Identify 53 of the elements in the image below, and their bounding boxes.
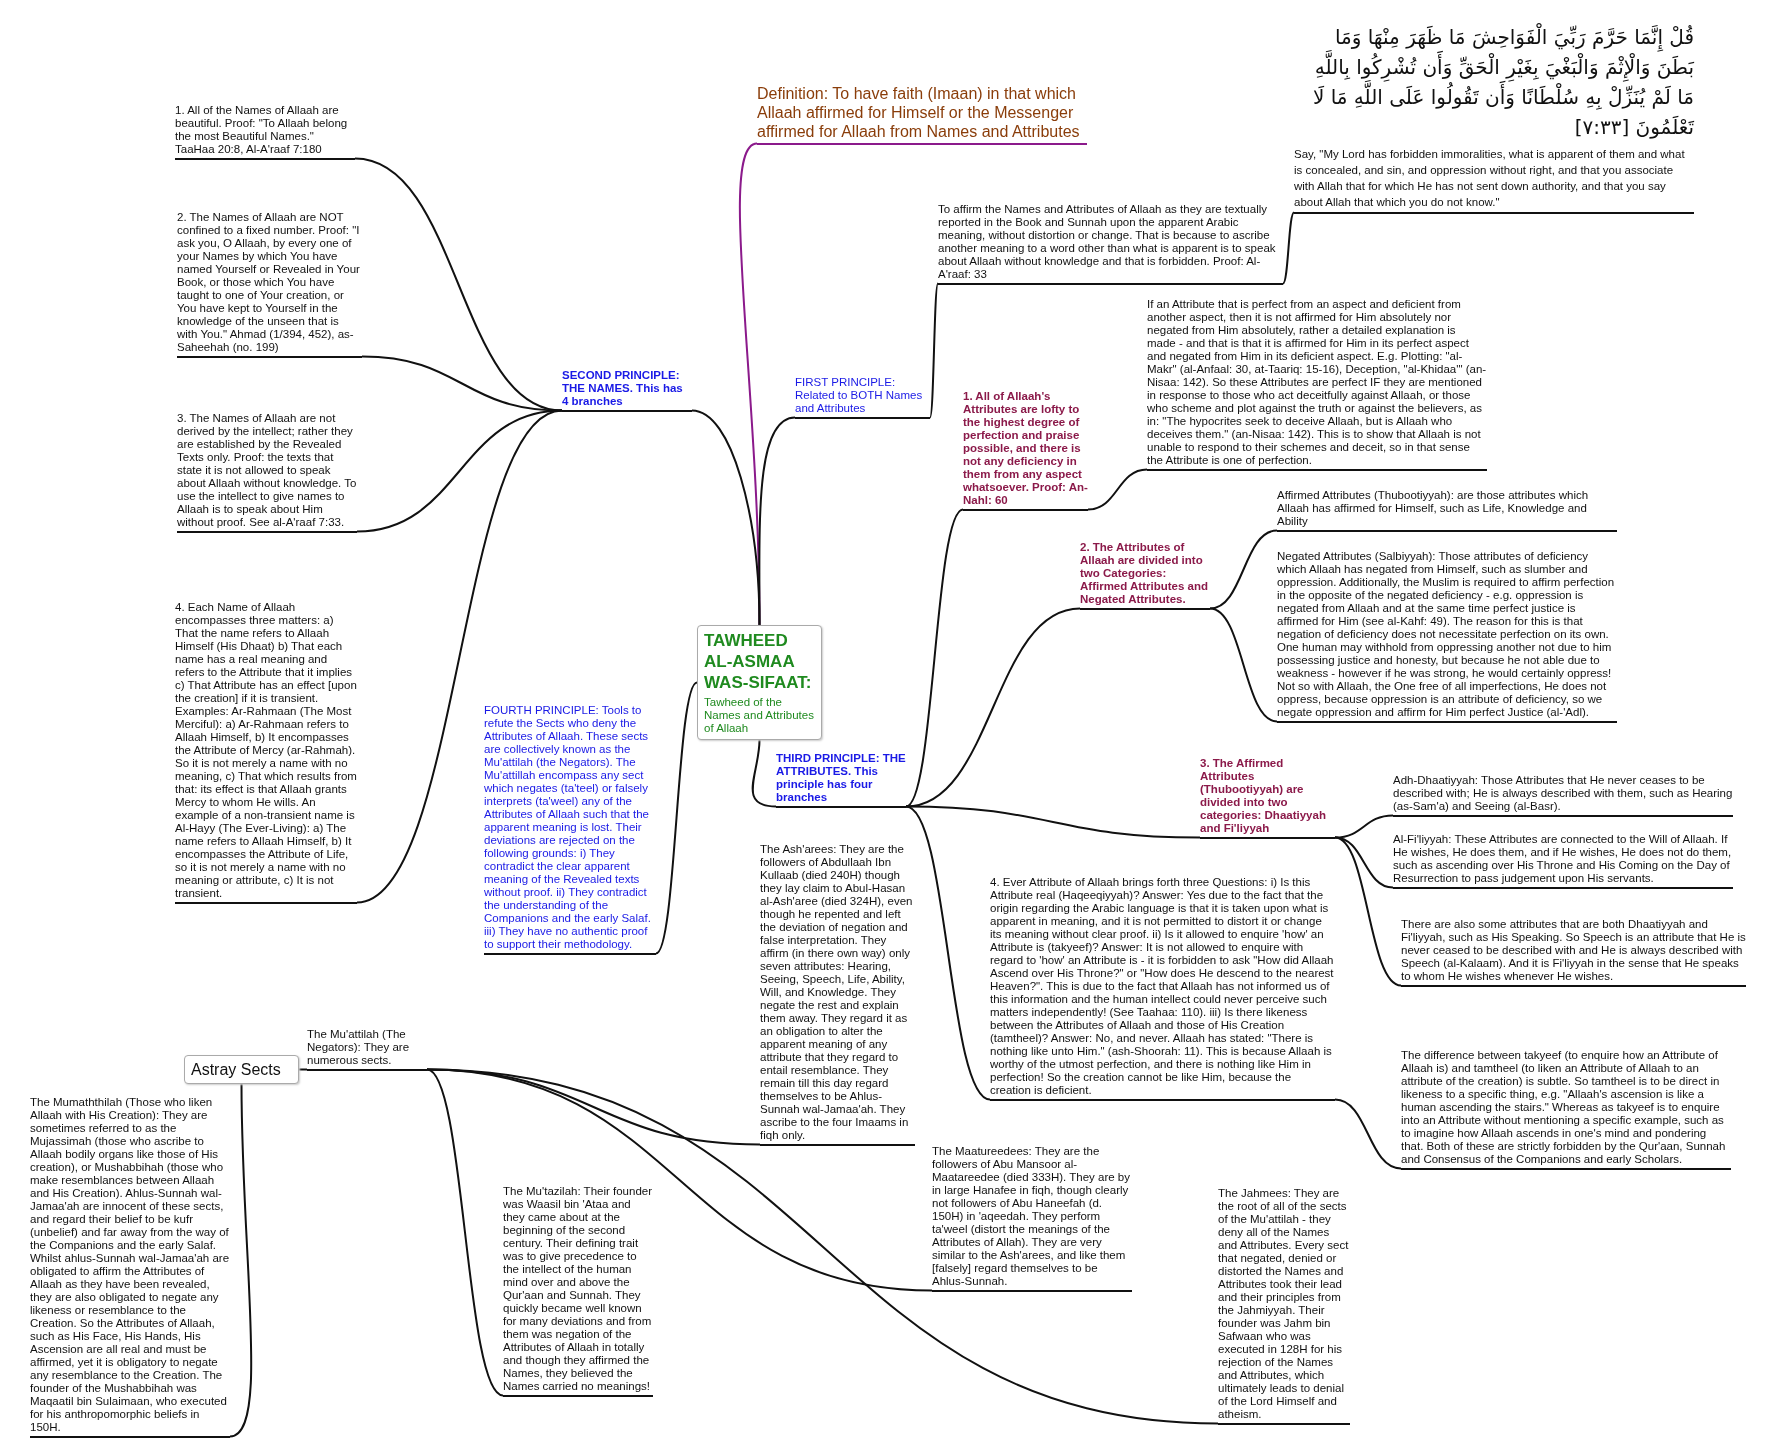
branch-text: 3. The Names of Allaah are not derived by the intellect; rather they are established by the Revealed Texts only. Proof: the texts that state it is not allowed to speak about Allaah without knowledge. To use the intellect to give names to Allaah is to speak about Him without proof. See al-A'raaf 7:33. <box>177 412 357 533</box>
branch-text: To affirm the Names and Attributes of Allaah as they are textually reported in the Book and Sunnah upon the apparent Arabic meaning, without distortion or change. That is because to ascribe another meaning to a word other than what is apparent is to speak about Allaah without knowledge and that is forbidden. Proof: Al-A'raaf: 33 <box>938 203 1283 285</box>
branch-line <box>905 607 1081 808</box>
branch-text: The Maatureedees: They are the followers of Abu Mansoor al-Maatareedee (died 333H). They are by in large Hanafee in fiqh, though clearly not followers of Abu Haneefah (d. 150H) in 'aqeedah. They perform ta'weel (distort the meanings of the Attributes of Allah). They are very similar to the Ash'arees, and like them [falsely] regard themselves to be Ahlus-Sunnah. <box>932 1145 1132 1292</box>
branch-text: FIRST PRINCIPLE: Related to BOTH Names and Attributes <box>795 376 930 419</box>
branch-text: 3. The Affirmed Attributes (Thubootiyyah) are divided into two categories: Dhaatiyyah and Fi'liyyah <box>1200 757 1335 839</box>
subtitle-text: Tawheed of the Names and Attributes of Allaah <box>704 696 815 735</box>
branch-line <box>1334 836 1402 987</box>
branch-line <box>751 739 777 808</box>
branch-text: The Ash'arees: They are the followers of Abdullaah Ibn Kullaab (died 240H) though they lay claim to Abul-Hasan al-Ash'aree (died 324H), even though he repented and left the deviation of negation and false interpretation. They affirm (in there own way) only seven attributes: Hearing, Seeing, Speech, Life, Ability, Will, and Knowledge. They negate the rest and explain them away. They regard it as an obligation to alter the apparent meaning of any attribute that they regard to entail resemblance. They remain till this day regard themselves to be Ahlus-Sunnah wal-Jamaa'ah. They ascribe to the four Imaams in fiqh only. <box>760 843 915 1146</box>
branch-line <box>1282 211 1295 285</box>
topic-box: Astray Sects <box>184 1055 299 1084</box>
branch-text: 2. The Attributes of Allaah are divided into two Categories: Affirmed Attributes and Negated Attributes. <box>1080 541 1210 610</box>
branch-text: 2. The Names of Allaah are NOT confined to a fixed number. Proof: "I ask you, O Allaah, by every one of your Names by which You have named Yourself or Revealed in Your Book, or those which You have taught to one of Your creation, or You have kept to Yourself in the knowledge of the unseen that is with You." Ahmad (1/394, 452), as-Saheehah (no. 199) <box>177 211 362 358</box>
branch-line <box>1087 468 1148 511</box>
branch-line <box>905 508 964 808</box>
branch-line <box>1334 814 1394 839</box>
branch-line <box>691 409 761 626</box>
branch-text: The Mu'tazilah: Their founder was Waasil bin 'Ataa and they came about at the beginning of the second century. Their defining trait was to give precedence to the intellect of the human mind over and above the Qur'aan and Sunnah. They quickly became well known for many deviations and from them was negation of the Attributes of Allaah in totally and though they affirmed the Names, they believed the Names carried no meanings! <box>503 1185 653 1397</box>
branch-text: Al-Fi'liyyah: These Attributes are connected to the Will of Allaah. If He wishes, He does them, and if He wishes, He does not do them, such as ascending over His Throne and His Coming on the Day of Resurrection to pass judgement upon His servants. <box>1393 833 1733 889</box>
branch-text: THIRD PRINCIPLE: THE ATTRIBUTES. This principle has four branches <box>776 752 906 808</box>
branch-text: The Jahmees: They are the root of all of the sects of the Mu'attilah - they deny all of the Names and Attributes. Every sect that negated, denied or distorted the Names and Attributes took their lead and their principles from the Jahmiyyah. Their founder was Jahm bin Safwaan who was executed in 128H for his rejection of the Names and Attributes, which ultimately leads to denial of the Lord Himself and atheism. <box>1218 1187 1350 1425</box>
translation-text: Say, "My Lord has forbidden immoralities, what is apparent of them and what is concealed, and sin, and oppression without right, and that you associate with Allah that for which He has not sent down authority, and that you say about Allah that which you do not know." <box>1294 147 1686 210</box>
branch-line <box>426 1068 1219 1425</box>
branch-underline <box>1294 22 1694 214</box>
branch-text: If an Attribute that is perfect from an aspect and deficient from another aspect, then it is not affirmed for Him absolutely nor negated from Him absolutely, rather a detailed explanation is made - and that is that it is affirmed for Him in its perfect aspect and negated from Him in its deficient aspect. E.g. Plotting: "al-Makr" (al-Anfaal: 30, at-Taariq: 15-16), Deception, "al-Khidaa'" (an-Nisaa: 142). So these Attributes are perfect IF they are mentioned in response to those who act deceitfully against Allaah, or those who scheme and plot against the truth or against the believers, as in: "The hypocrites seek to deceive Allaah, but is Allaah who deceives them." (an-Nisaa: 142). This is to show that Allaah is not unable to respond to their schemes and deceit, so in that sense the Attribute is one of perfection. <box>1147 298 1487 471</box>
branch-text: Adh-Dhaatiyyah: Those Attributes that He never ceases to be described with; He is always described with them, such as Hearing (as-Sam'a) and Seeing (al-Basr). <box>1393 774 1733 817</box>
branch-line <box>929 282 939 419</box>
branch-text: FOURTH PRINCIPLE: Tools to refute the Sects who deny the Attributes of Allaah. These sects are collectively known as the Mu'attilah (the Negators). The Mu'attillah encompass any sect which negates (ta'teel) or falsely interprets (ta'weel) any of the Attributes of Allaah such that the apparent meaning is lost. Their deviations are rejected on the following grounds: i) They contradict the clear apparent meaning of the Revealed texts without proof. ii) They contradict the understanding of the Companions and the early Salaf. iii) They have no authentic proof to support their methodology. <box>484 704 656 955</box>
branch-text: 4. Each Name of Allaah encompasses three matters: a) That the name refers to Allaah Himself (His Dhaat) b) That each name has a real meaning and refers to the Attribute that it implies c) That Attribute has an effect [upon the creation] if it is transient. Examples: Ar-Rahmaan (The Most Merciful): a) Ar-Rahmaan refers to Allaah Himself, b) It encompasses the Attribute of Mercy (ar-Rahmah). So it is not merely a name with no meaning, c) That which results from that: its effect is that Allaah grants Mercy to whom He wills. An example of a non-transient name is Al-Hayy (The Ever-Living): a) The name refers to Allaah Himself, b) It encompasses the Attribute of Life, so it is not merely a name with no meaning or attribute, c) It is not transient. <box>175 601 357 904</box>
branch-text: There are also some attributes that are both Dhaatiyyah and Fi'liyyah, such as His Speaking. So Speech is an attribute that He is never ceased to be described with and He is always described with Speech (al-Kalaam). And it is Fi'liyyah in the sense that He speaks to whom He wishes whenever He wishes. <box>1401 918 1746 987</box>
branch-line <box>1209 607 1278 723</box>
branch-line <box>356 409 563 904</box>
branch-text: SECOND PRINCIPLE: THE NAMES. This has 4 branches <box>562 369 692 412</box>
branch-text: 4. Ever Attribute of Allaah brings forth three Questions: i) Is this Attribute real (Haqeeqiyyah)? Answer: Yes due to the fact that the origin regarding the Arabic language is that it is taken upon what is apparent in meaning, and it is not permitted to distort it or change its meaning without clear proof. ii) Is it allowed to enquire 'how' an Attribute is (takyeef)? Answer: It is not allowed to enquire with regard to 'how' an Attribute is - it is forbidden to ask "How did Allaah Ascend over His Throne?" or "How does He descend to the nearest Heaven?". This is due to the fact that Allaah has not informed us of this information and the human intellect could never perceive such matters independently! (See Taahaa: 110). iii) Is there likeness between the Attributes of Allaah and those of His Creation (tamtheel)? Answer: No, and never. Allaah has stated: "There is nothing like unto Him." (ash-Shoorah: 11). This is because Allaah is worthy of the utmost perfection, and there is nothing like Him in perfection! So the creation cannot be like Him, because the creation is deficient. <box>990 876 1335 1101</box>
branch-line <box>655 681 698 955</box>
branch-text: The Mumaththilah (Those who liken Allaah with His Creation): They are sometimes referred to as the Mujassimah (those who ascribe to Allaah bodily organs like those of His creation), or Mushabbihah (those who make resemblances between Allaah and His Creation). Ahlus-Sunnah wal-Jamaa'ah are innocent of these sects, and regard their belief to be kufr (unbelief) and far away from the way of the Companions and the early Salaf. Whilst ahlus-Sunnah wal-Jamaa'ah are obligated to affirm the Attributes of Allaah as they have been revealed, they are also obligated to negate any likeness or resemblance to the Creation. So the Attributes of Allaah, such as His Face, His Hands, His Ascension are all real and must be affirmed, yet it is obligatory to negate any resemblance to the Creation. The founder of the Mushabbihah was Maqaatil bin Sulaimaan, who executed for his anthropomorphic beliefs in 150H. <box>30 1096 230 1438</box>
branch-line <box>229 1083 253 1438</box>
topic-box <box>697 625 822 740</box>
branch-text: Definition: To have faith (Imaan) in that which Allaah affirmed for Himself or the Messenger affirmed for Allaah from Names and Attributes <box>757 84 1087 145</box>
branch-text: Negated Attributes (Salbiyyah): Those attributes of deficiency which Allaah has negated from Himself, such as slumber and oppression. Additionally, the Muslim is required to affirm perfection in the opposite of the negated deficiency - e.g. oppression is negated from Allaah and at the same time perfect justice is affirmed for Him (see al-Kahf: 49). The reason for this is that negation of deficiency does not necessitate perfection on its own. One human may withhold from oppressing another not due to him possessing justice and honesty, but because he not able due to weakness - however if he was strong, he would certainly oppress! Not so with Allaah, the One free of all imperfections, He does not oppress, because oppression is an attribute of deficiency, so we negate oppression and affirm for Him perfect Justice (al-'Adl). <box>1277 550 1617 723</box>
branch-line <box>1334 1098 1402 1170</box>
branch-text: The Mu'attilah (The Negators): They are numerous sects. <box>307 1028 427 1071</box>
branch-text: 1. All of the Names of Allaah are beautiful. Proof: "To Allaah belong the most Beautiful Names." TaaHaa 20:8, Al-A'raaf 7:180 <box>175 104 355 160</box>
branch-line <box>1209 529 1278 610</box>
branch-text: Affirmed Attributes (Thubootiyyah): are those attributes which Allaah has affirmed for Himself, such as Life, Knowledge and Ability <box>1277 489 1617 532</box>
title-text: TAWHEED AL-ASMAA WAS-SIFAAT: <box>704 630 813 693</box>
branch-text: The difference between takyeef (to enquire how an Attribute of Allaah is) and tamtheel (to liken an Attribute of Allaah to an attribute of the creation) is subtle. So tamtheel is to be direct in likeness to a specific thing, e.g. "Allaah's ascension is like a human ascending the stairs." Whereas as takyeef is to enquire into an Attribute without mentioning a specific example, such as to imagine how Allaah ascends in one's mind and pondering that. Both of these are strictly forbidden by the Qur'aan, Sunnah and Consensus of the Companions and early Scholars. <box>1401 1049 1731 1170</box>
branch-line <box>905 805 991 1101</box>
verse-text: قُلْ إِنَّمَا حَرَّمَ رَبِّيَ الْفَوَاحِشَ مَا ظَهَرَ مِنْهَا وَمَا بَطَنَ وَالْإِثْمَ وَالْبَغْيَ بِغَيْرِ الْحَقِّ وَأَن تُشْرِكُوا بِاللَّهِ مَا لَمْ يُنَزِّلْ بِهِ سُلْطَانًا وَأَن تَقُولُوا عَلَى اللَّهِ مَا لَا تَعْلَمُونَ [٧:٣٣] <box>1311 22 1694 141</box>
branch-line <box>298 1068 308 1071</box>
branch-text: 1. All of Allaah's Attributes are lofty to the highest degree of perfection and praise possible, and there is not any deficiency in them from any aspect whatsoever. Proof: An-Nahl: 60 <box>963 390 1088 511</box>
branch-line <box>361 355 563 412</box>
